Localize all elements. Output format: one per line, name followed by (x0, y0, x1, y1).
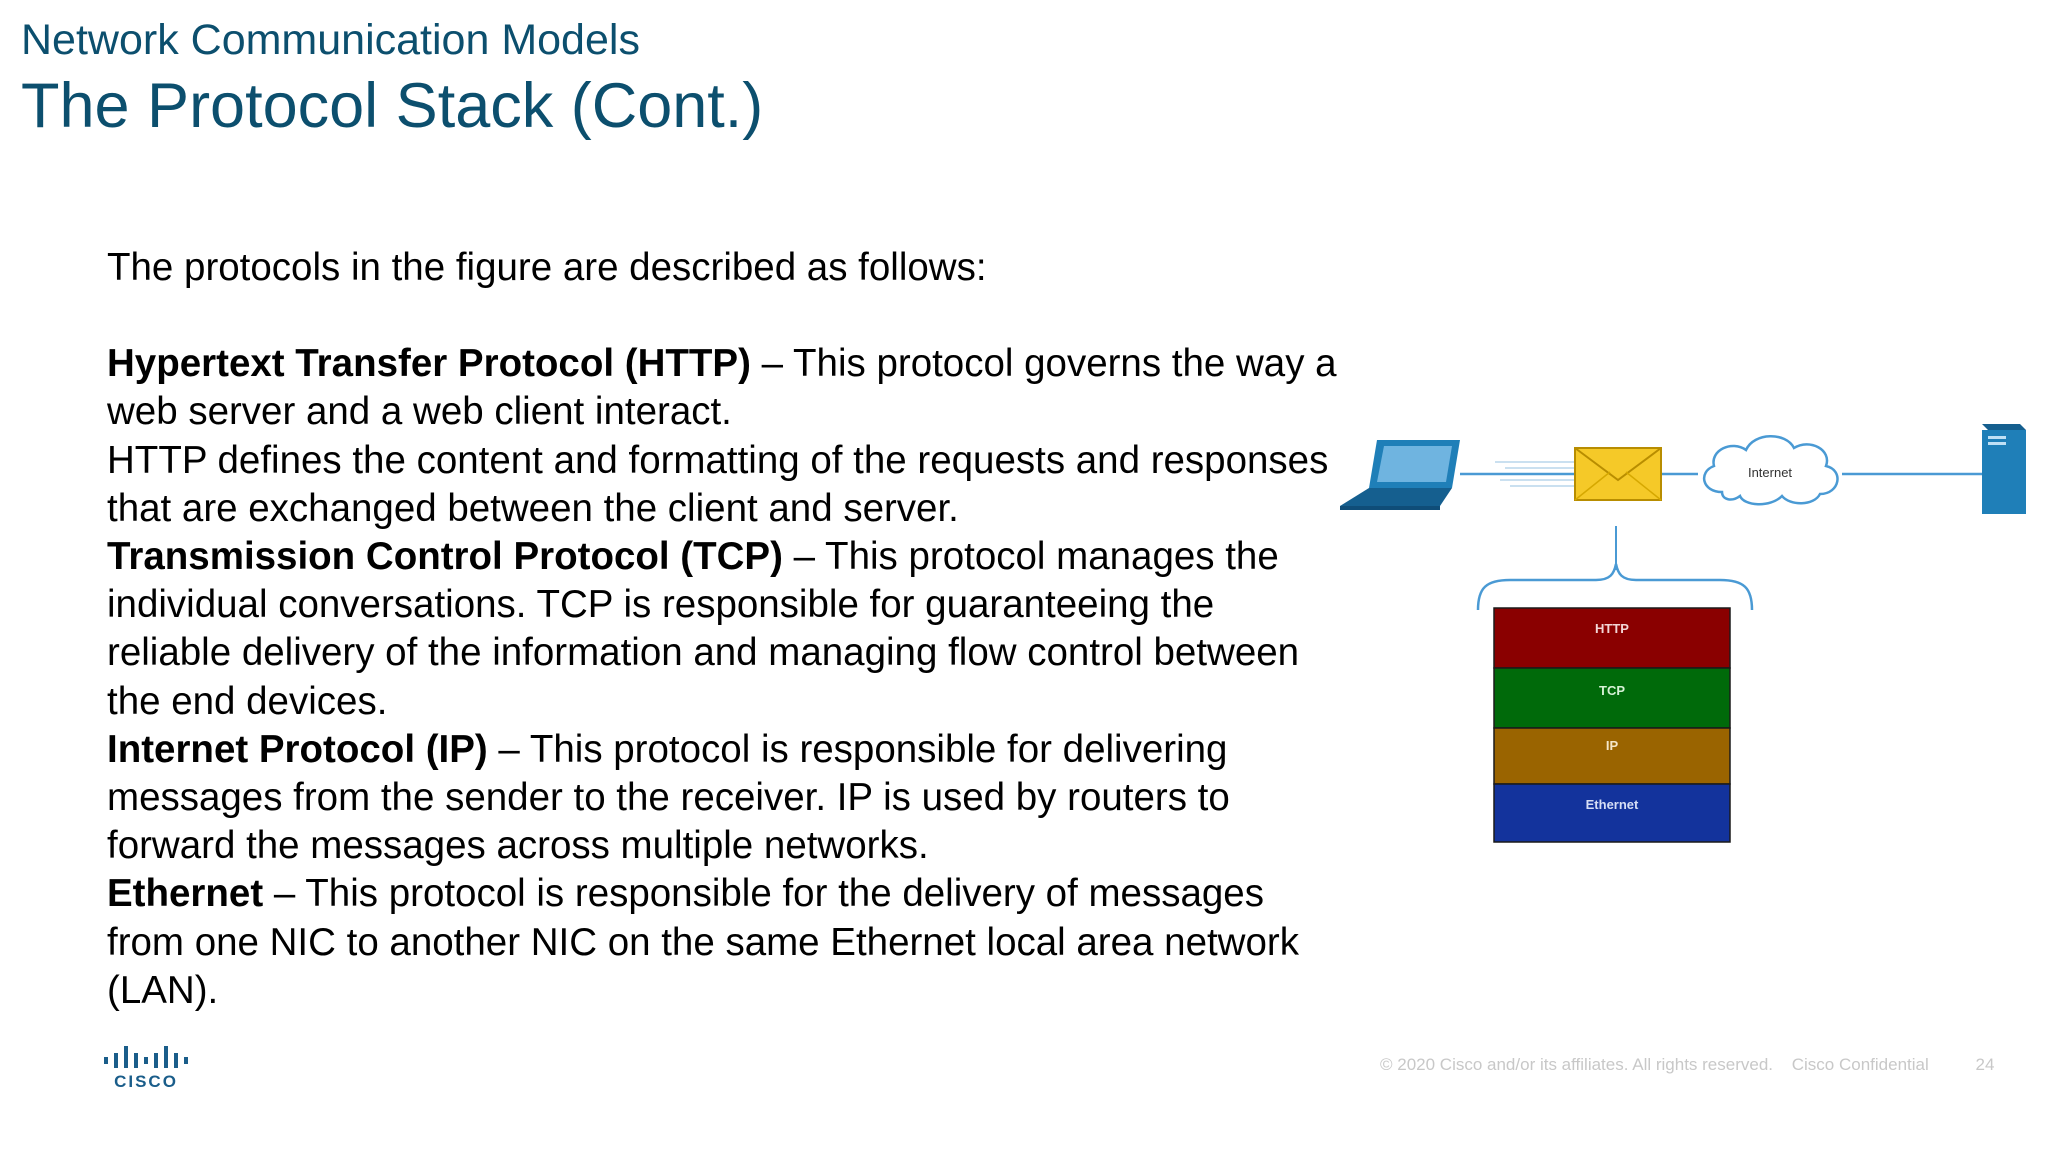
cloud-label: Internet (1748, 465, 1792, 480)
page-title: The Protocol Stack (Cont.) (21, 71, 764, 141)
stack-layer-ethernet (1493, 783, 1731, 843)
tcp-term: Transmission Control Protocol (TCP) (107, 535, 783, 579)
http-extra-description: HTTP defines the content and formatting … (107, 438, 1329, 530)
page-number: 24 (1975, 1055, 1995, 1074)
ethernet-text: – This protocol is responsible for the d… (107, 872, 1299, 1012)
motion-lines-icon (1495, 461, 1575, 487)
server-icon (1982, 424, 2026, 514)
copyright-text: © 2020 Cisco and/or its affiliates. All … (1380, 1055, 1774, 1074)
http-text: – This protocol governs the way a web se… (107, 342, 1337, 434)
section-title: Network Communication Models (21, 16, 640, 64)
http-term: Hypertext Transfer Protocol (HTTP) (107, 342, 751, 386)
ethernet-term: Ethernet (107, 872, 264, 916)
envelope-icon (1574, 447, 1662, 501)
stack-layer-http (1493, 607, 1731, 669)
confidential-label: Cisco Confidential (1791, 1055, 1929, 1074)
slide-header: Network Communication Models The Protoco… (21, 14, 1421, 142)
ip-description: Internet Protocol (IP) – This protocol i… (107, 726, 1347, 871)
stack-brace (1476, 563, 1754, 611)
tcp-text: – This protocol manages the individual c… (107, 535, 1300, 723)
cisco-wordmark: CISCO (114, 1072, 178, 1091)
tcp-description: Transmission Control Protocol (TCP) – Th… (107, 533, 1347, 726)
stack-label-http: HTTP (1595, 621, 1629, 636)
protocol-stack-figure: Internet HTTP TCP IP Ethernet (1320, 410, 2040, 850)
internet-cloud-icon: Internet (1702, 435, 1839, 506)
stack-label-ip: IP (1606, 738, 1619, 753)
stack-layer-tcp (1493, 667, 1731, 729)
network-diagram: Internet HTTP TCP IP Ethernet (1340, 424, 2026, 843)
protocol-stack: HTTP TCP IP Ethernet (1493, 607, 1731, 843)
stack-layer-ip (1493, 727, 1731, 785)
stack-label-tcp: TCP (1599, 683, 1625, 698)
http-description: Hypertext Transfer Protocol (HTTP) – Thi… (107, 340, 1347, 436)
cisco-logo-icon: CISCO (104, 1046, 188, 1091)
intro-text: The protocols in the figure are describe… (107, 246, 987, 289)
laptop-icon (1340, 440, 1460, 510)
ip-text: – This protocol is responsible for deliv… (107, 727, 1230, 868)
cisco-logo: CISCO (103, 1043, 189, 1091)
slide-footer: © 2020 Cisco and/or its affiliates. All … (1380, 1055, 2008, 1075)
ip-term: Internet Protocol (IP) (107, 727, 488, 771)
slide-body: The protocols in the figure are describe… (107, 244, 1347, 1015)
stack-label-ethernet: Ethernet (1586, 797, 1639, 812)
ethernet-description: Ethernet – This protocol is responsible … (107, 870, 1347, 1015)
